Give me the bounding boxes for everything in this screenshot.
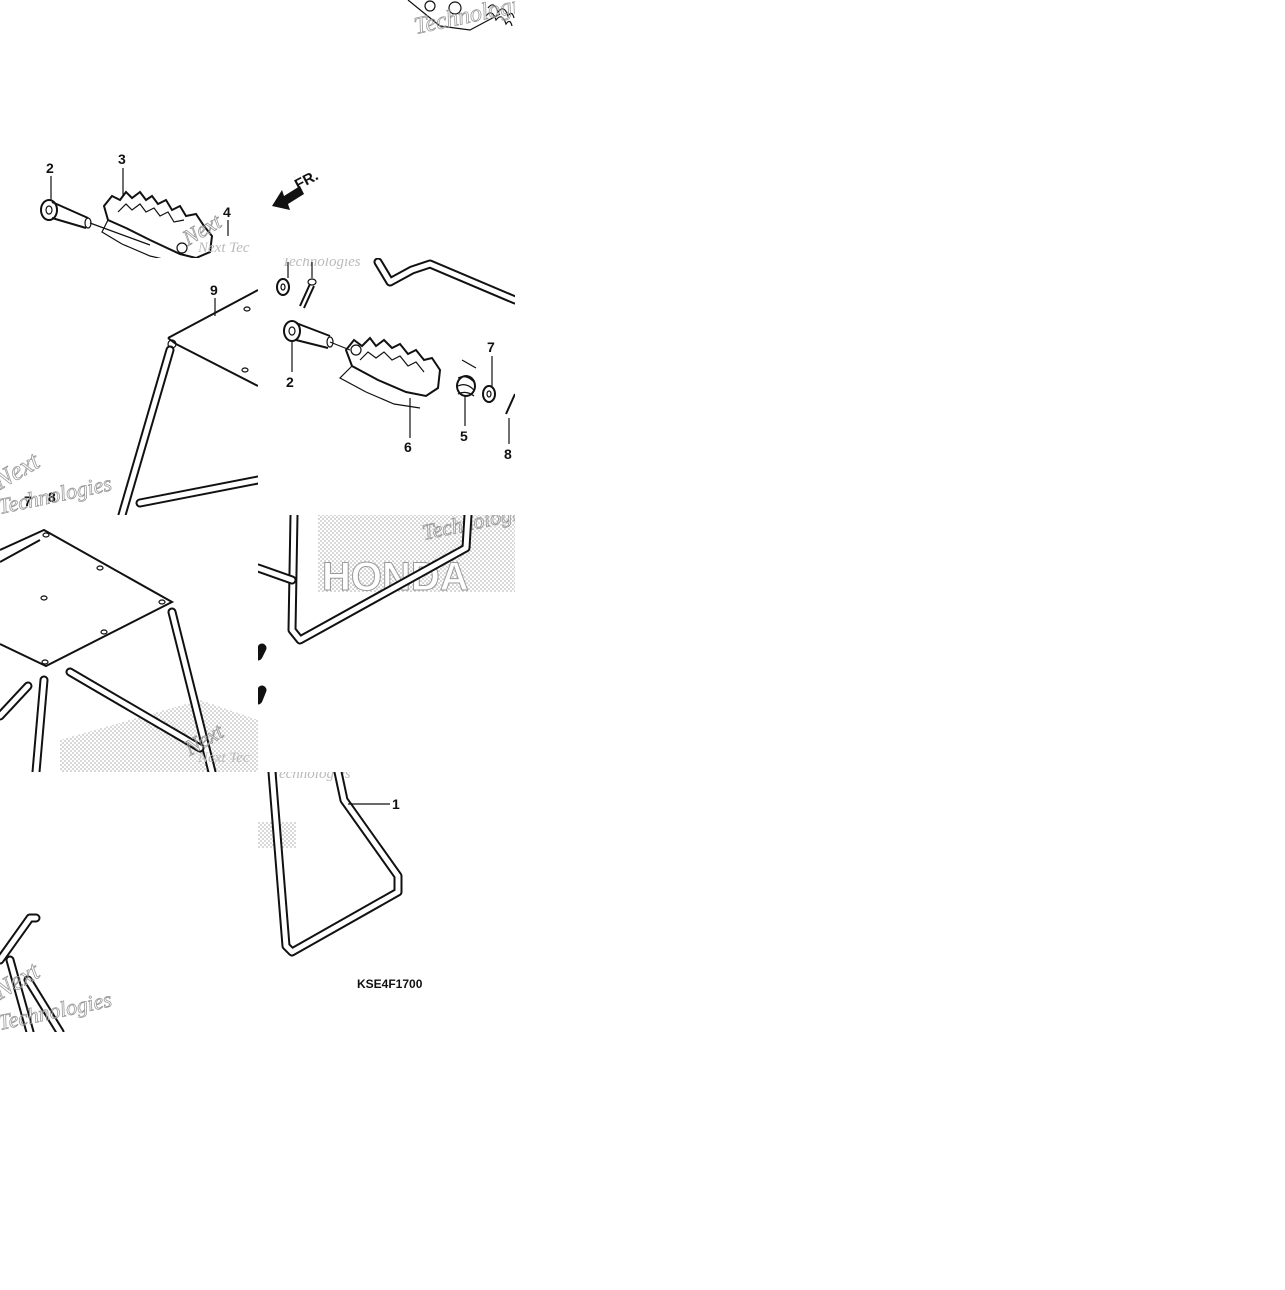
cotter-pin-icon xyxy=(299,278,317,309)
footpeg-icon xyxy=(89,190,214,258)
callout-8-left: 8 xyxy=(48,489,56,505)
footpeg-icon xyxy=(329,336,442,409)
callout-7-right: 7 xyxy=(487,339,495,355)
tile-right-footpeg: Technologies 2 6 xyxy=(276,254,515,462)
front-direction-indicator: FR. xyxy=(272,167,321,210)
tile-stand-frame: HONDA Technologies xyxy=(258,515,515,705)
callout-6: 6 xyxy=(404,439,412,455)
watermark-text: Next Tec xyxy=(197,750,250,766)
tile-stand-leg: Technologies 1 KSE4F1700 xyxy=(258,766,423,991)
callout-2: 2 xyxy=(46,160,54,176)
tile-stand-top: 9 7 8 Next Technologies xyxy=(0,282,258,515)
footpeg-pin-icon xyxy=(283,320,334,349)
callout-1: 1 xyxy=(392,796,400,812)
cotter-pin-icon xyxy=(505,393,515,415)
watermark-text: Technologies xyxy=(282,254,361,270)
callout-8-right: 8 xyxy=(504,446,512,462)
callout-7-left: 7 xyxy=(24,493,32,509)
callout-5: 5 xyxy=(460,428,468,444)
callout-9: 9 xyxy=(210,282,218,298)
watermark-text: Technologies xyxy=(412,0,540,40)
washer-icon xyxy=(482,385,496,403)
watermark-text: Technologies xyxy=(272,766,351,782)
watermark-text: Next Tec xyxy=(197,240,250,256)
callout-3: 3 xyxy=(118,151,126,167)
footpeg-pin-icon xyxy=(40,199,92,229)
tile-left-footpeg: 2 3 4 Next Next Tec xyxy=(40,151,250,258)
part-code: KSE4F1700 xyxy=(357,977,423,991)
arrow-left-icon xyxy=(272,186,304,210)
washer-icon xyxy=(276,278,290,296)
callout-4: 4 xyxy=(223,204,231,220)
callout-2-right: 2 xyxy=(286,374,294,390)
spring-icon xyxy=(456,359,477,397)
tile-lower-left: Next Technologies xyxy=(0,913,114,1032)
spring-icon xyxy=(485,4,515,27)
tile-top-fragment: Technologies xyxy=(407,0,540,40)
tile-stand-platform: Next Next Tec xyxy=(0,528,258,772)
